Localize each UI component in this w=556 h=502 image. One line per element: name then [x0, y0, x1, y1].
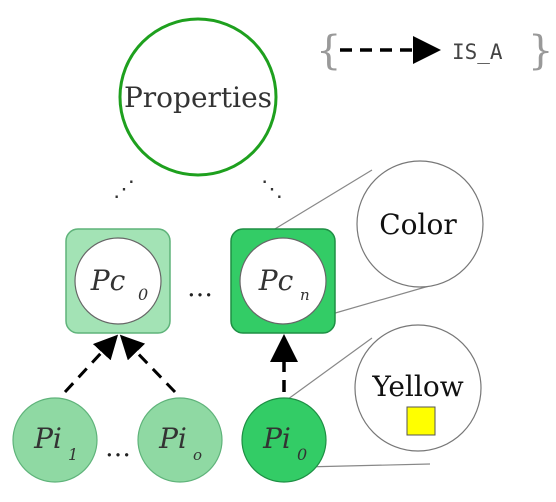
isa-arrow-pio-pc0	[119, 334, 177, 394]
root-left-ellipsis: ⋰	[113, 177, 135, 202]
class-node-pc0: Pc 0	[65, 228, 171, 334]
pc0-label: Pc	[90, 264, 126, 297]
pio-subscript: o	[193, 446, 202, 464]
root-node-circle	[118, 17, 278, 177]
pcn-subscript: n	[300, 286, 310, 304]
color-callout-circle	[356, 160, 484, 288]
legend-isa-label: IS_A	[452, 40, 503, 64]
pi0-circle	[241, 397, 327, 483]
instance-node-pio: Pi o	[137, 397, 223, 483]
instance-row-ellipsis: …	[105, 433, 131, 463]
yellow-swatch	[406, 406, 436, 436]
pi0-label: Pi	[262, 422, 291, 455]
pi1-circle	[12, 397, 98, 483]
legend: { IS_A }	[316, 28, 553, 74]
pi1-subscript: 1	[68, 445, 78, 464]
pio-circle	[137, 397, 223, 483]
pc0-circle	[74, 237, 162, 325]
pi1-label: Pi	[33, 422, 62, 455]
root-right-ellipsis: ⋱	[261, 177, 283, 202]
pi0-subscript: 0	[297, 445, 307, 464]
isa-arrow-pi1-pc0	[63, 334, 119, 394]
yellow-callout-label: Yellow	[371, 370, 463, 403]
color-callout: Color	[356, 160, 484, 288]
pio-label: Pi	[158, 422, 187, 455]
legend-left-brace: {	[316, 28, 341, 74]
pcn-circle	[239, 237, 327, 325]
legend-right-brace: }	[528, 28, 553, 74]
yellow-callout: Yellow	[354, 324, 482, 452]
root-node-properties: Properties	[118, 17, 278, 177]
color-callout-connectors	[259, 169, 437, 319]
instance-node-pi1: Pi 1	[12, 397, 98, 483]
root-node-label: Properties	[124, 81, 272, 114]
class-row-ellipsis: …	[187, 273, 213, 303]
yellow-callout-circle	[354, 324, 482, 452]
pc0-subscript: 0	[138, 285, 148, 304]
color-callout-label: Color	[379, 208, 457, 241]
class-node-pcn: Pc n	[230, 228, 336, 334]
instance-node-pi0: Pi 0	[241, 397, 327, 483]
pcn-label: Pc	[258, 264, 294, 297]
